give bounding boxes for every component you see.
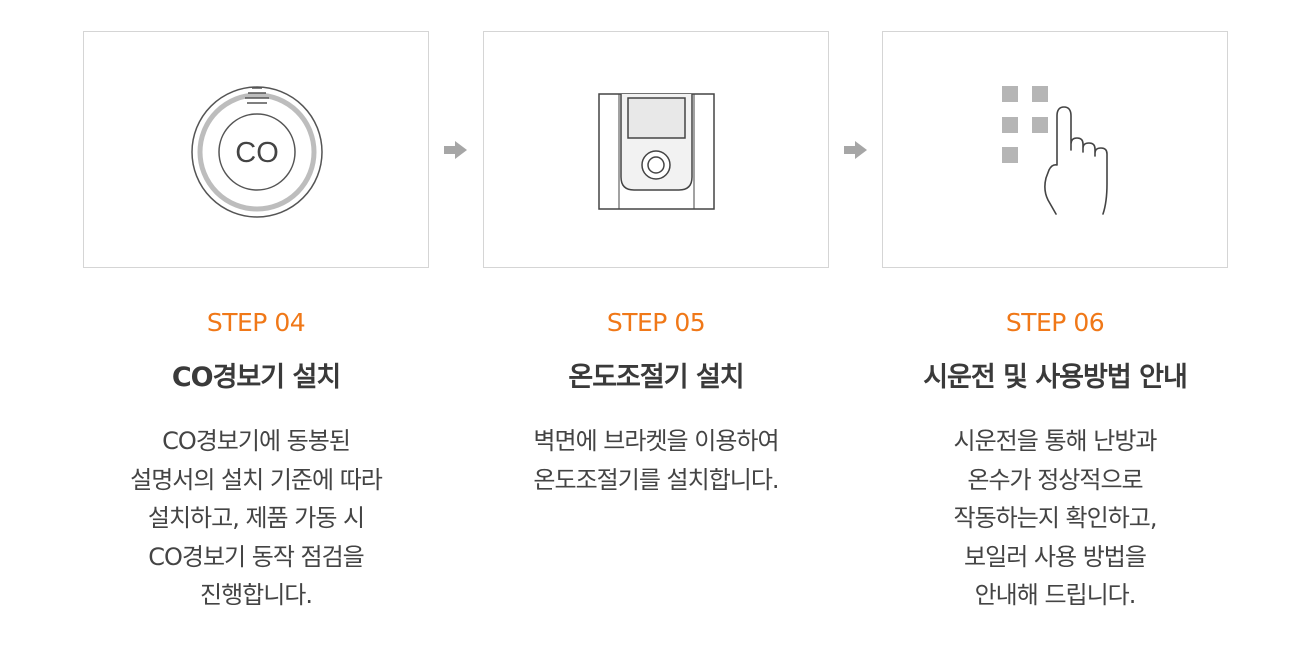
description-line: 작동하는지 확인하고, [953,504,1158,532]
description-line: 온수가 정상적으로 [967,465,1143,494]
description-line: CO경보기 동작 점검을 [148,542,365,571]
step-05-title: 온도조절기 설치 [568,362,744,393]
step-06-label: STEP 06 [1005,308,1105,337]
step-04-title: CO경보기 설치 [171,362,341,393]
description-line: 보일러 사용 방법을 [964,542,1147,571]
description-line: 시운전을 통해 난방과 [953,427,1158,455]
description-line: 안내해 드립니다. [974,581,1137,609]
step-06-image-box [882,31,1228,268]
step-06-title: 시운전 및 사용방법 안내 [923,362,1188,393]
co-detector-icon: CO [191,86,323,218]
description-line: 온도조절기를 설치합니다. [533,465,779,494]
arrow-right-icon [844,141,867,159]
description-line: 진행합니다. [199,581,313,609]
co-icon-text: CO [235,137,279,169]
step-06-description: 시운전을 통해 난방과 온수가 정상적으로 작동하는지 확인하고, 보일러 사용… [882,422,1228,615]
thermostat-icon [598,93,715,210]
arrow-right-icon [444,141,467,159]
description-line: 벽면에 브라켓을 이용하여 [533,427,779,455]
step-05-label: STEP 05 [606,308,706,337]
step-04-description: CO경보기에 동봉된 설명서의 설치 기준에 따라 설치하고, 제품 가동 시 … [83,422,429,615]
keypad-touch-icon [1002,86,1108,215]
description-line: 설치하고, 제품 가동 시 [147,504,365,532]
step-05-image-box [483,31,829,268]
step-04-image-box: CO [83,31,429,268]
step-05-description: 벽면에 브라켓을 이용하여 온도조절기를 설치합니다. [483,422,829,499]
description-line: CO경보기에 동봉된 [162,427,351,455]
step-04-label: STEP 04 [206,308,306,337]
description-line: 설명서의 설치 기준에 따라 [130,465,383,494]
